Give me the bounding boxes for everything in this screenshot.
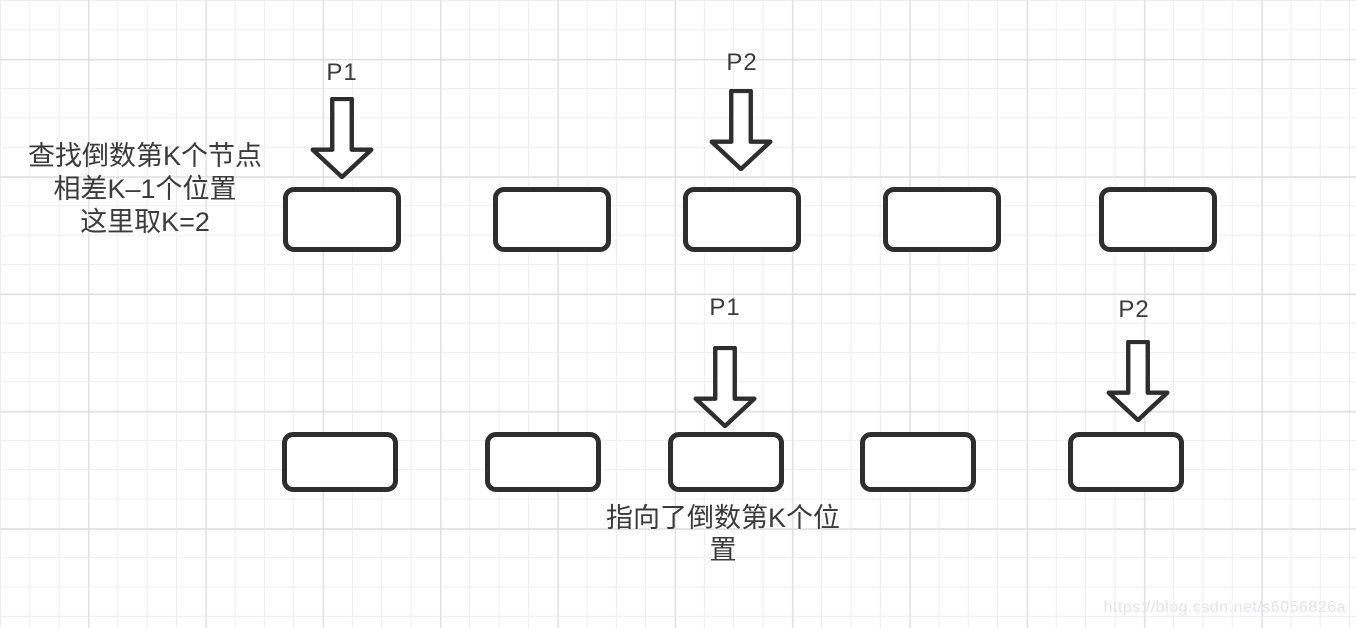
bottom-node-box-3 xyxy=(668,432,784,492)
top-node-box-3 xyxy=(683,187,801,252)
bottom-node-box-4 xyxy=(860,432,976,492)
down-arrow-icon xyxy=(693,346,757,428)
bottom-pointer-p1-label: P1 xyxy=(709,294,741,321)
left-note-line-1: 查找倒数第K个节点 xyxy=(27,141,262,171)
top-pointer-p2-label: P2 xyxy=(726,49,758,76)
top-node-box-4 xyxy=(883,187,1001,252)
down-arrow-icon xyxy=(709,89,773,171)
down-arrow-icon xyxy=(310,97,374,179)
bottom-node-box-1 xyxy=(282,432,398,492)
top-node-box-2 xyxy=(493,187,611,252)
left-note: 查找倒数第K个节点 相差K–1个位置 这里取K=2 xyxy=(18,140,272,239)
top-node-box-1 xyxy=(283,187,401,252)
left-note-line-3: 这里取K=2 xyxy=(80,207,210,237)
top-pointer-p1-label: P1 xyxy=(326,59,358,86)
down-arrow-icon xyxy=(1106,340,1170,422)
bottom-note-line-1: 指向了倒数第K个位 xyxy=(605,503,840,533)
left-note-line-2: 相差K–1个位置 xyxy=(53,174,237,204)
top-node-box-5 xyxy=(1099,187,1217,252)
bottom-note-line-2: 置 xyxy=(709,535,737,565)
bottom-note: 指向了倒数第K个位 置 xyxy=(573,502,873,566)
bottom-node-box-5 xyxy=(1068,432,1184,492)
watermark-url: https://blog.csdn.net/s6056826a xyxy=(1103,599,1346,616)
bottom-pointer-p2-label: P2 xyxy=(1118,296,1150,323)
bottom-node-box-2 xyxy=(485,432,601,492)
